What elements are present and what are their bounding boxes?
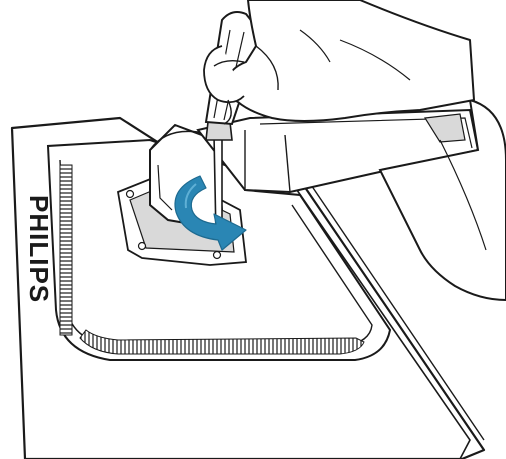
screw-hole-bottom-left [139,243,146,250]
philips-logo: PHILIPS [24,195,54,303]
screw-hole-bottom-right [214,252,221,259]
vent-slots-left [60,165,72,335]
philips-logo-text: PHILIPS [24,195,54,303]
screw-hole-top-left [127,191,134,198]
